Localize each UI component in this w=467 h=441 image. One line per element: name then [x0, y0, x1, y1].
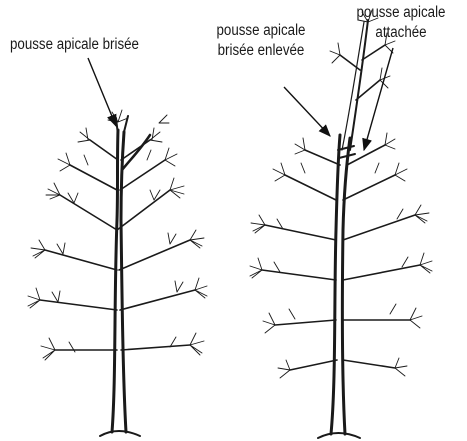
tree-with-broken-leader	[28, 110, 207, 436]
arrow-broken-leader	[88, 58, 116, 126]
annotation-arrows	[88, 48, 393, 150]
arrow-removed-leader	[284, 87, 330, 136]
arrow-tied-leader	[364, 48, 393, 150]
tree-with-leader-tied	[250, 10, 432, 438]
